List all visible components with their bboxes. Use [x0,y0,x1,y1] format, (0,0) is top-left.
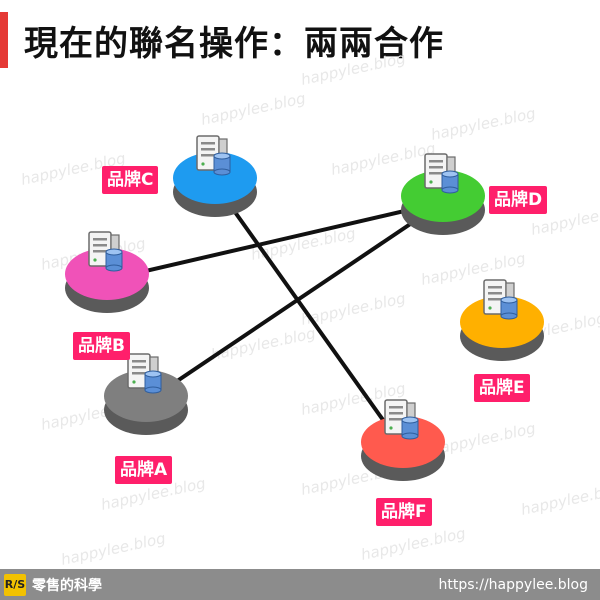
server-icon [127,353,162,394]
footer-url[interactable]: https://happylee.blog [438,576,589,593]
server-icon [196,135,231,176]
server-icon [483,279,518,320]
node-C [173,135,257,217]
server-icon [88,231,123,272]
link-C-F [213,182,405,450]
page-title: 現在的聯名操作：兩兩合作 [24,24,444,64]
footer-brand: 零售的科學 [32,577,102,594]
node-disc [401,170,485,222]
node-E [460,279,544,361]
node-label-A: 品牌A [115,456,173,484]
node-disc [173,152,257,204]
node-label-E: 品牌E [474,374,530,402]
link-B-D [105,200,445,282]
node-disc [460,296,544,348]
node-disc [361,416,445,468]
node-B [65,231,149,313]
link-A-D [144,200,445,404]
node-label-D: 品牌D [489,186,548,214]
node-label-B: 品牌B [73,332,130,360]
network-diagram [65,135,544,481]
brand-logo: R/S [4,573,26,596]
node-F [361,399,445,481]
node-disc [65,248,149,300]
node-label-F: 品牌F [376,498,432,526]
title-accent-bar [0,12,8,68]
node-D [401,153,485,235]
server-icon [424,153,459,194]
node-disc [104,370,188,422]
node-label-C: 品牌C [102,166,159,194]
server-icon [384,399,419,440]
node-A [104,353,188,435]
footer-bar: R/S 零售的科學 https://happylee.blog [0,569,600,600]
